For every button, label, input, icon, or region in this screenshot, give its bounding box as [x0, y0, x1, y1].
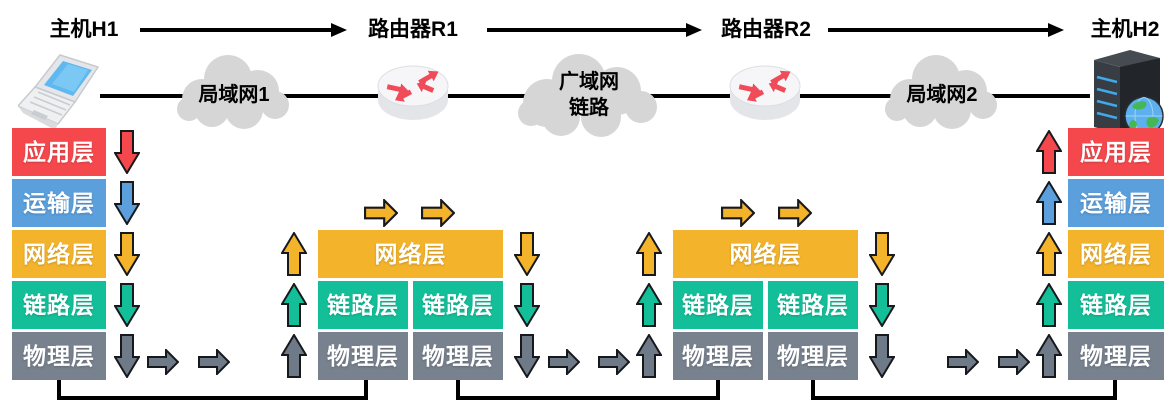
right-arrow-icon [147, 349, 179, 375]
router-icon [377, 65, 449, 120]
down-arrow-icon [114, 334, 140, 378]
router2-title: 路由器R2 [721, 18, 811, 41]
right-arrow-icon [998, 349, 1030, 375]
right-arrow-icon [548, 349, 580, 375]
up-arrow-icon [281, 283, 307, 327]
lan1-label: 局域网1 [198, 84, 270, 106]
host2-layer-transport: 运输层 [1068, 179, 1164, 227]
down-arrow-icon [514, 283, 540, 327]
router1-layer-link-out: 链路层 [413, 281, 503, 329]
router2-layer-physical-in: 物理层 [673, 332, 763, 380]
host1-title: 主机H1 [49, 18, 119, 41]
router1-layer-link-in: 链路层 [318, 281, 408, 329]
up-arrow-icon [636, 232, 662, 276]
wan-label: 广域网 链路 [517, 69, 661, 121]
host2-layer-link: 链路层 [1068, 281, 1164, 329]
host1-layer-physical: 物理层 [12, 332, 106, 380]
server-icon [1094, 50, 1164, 136]
router2-layer-network: 网络层 [673, 230, 858, 278]
down-arrow-icon [114, 283, 140, 327]
up-arrow-icon [636, 283, 662, 327]
host1-layer-network: 网络层 [12, 230, 106, 278]
up-arrow-icon [1036, 130, 1062, 174]
flow-arrow-h1-to-r1 [140, 23, 347, 37]
host2-layer-physical: 物理层 [1068, 332, 1164, 380]
down-arrow-icon [514, 334, 540, 378]
up-arrow-icon [281, 334, 307, 378]
router-icon [729, 65, 801, 120]
down-arrow-icon [869, 232, 895, 276]
wan-label-line2: 链路 [569, 97, 609, 119]
router2-layer-link-out: 链路层 [768, 281, 858, 329]
router1-layer-physical-out: 物理层 [413, 332, 503, 380]
host2-layer-application: 应用层 [1068, 128, 1164, 176]
down-arrow-icon [869, 283, 895, 327]
router1-layer-network: 网络层 [318, 230, 503, 278]
down-arrow-icon [514, 232, 540, 276]
lan2-cloud-icon [885, 55, 997, 129]
down-arrow-icon [114, 181, 140, 225]
flow-arrow-r1-to-r2 [487, 23, 702, 37]
host1-layer-application: 应用层 [12, 128, 106, 176]
right-arrow-icon [421, 199, 455, 227]
up-arrow-icon [636, 334, 662, 378]
laptop-icon [18, 54, 100, 130]
down-arrow-icon [114, 232, 140, 276]
down-arrow-icon [869, 334, 895, 378]
router1-layer-physical-in: 物理层 [318, 332, 408, 380]
wan-cloud-icon [518, 54, 657, 137]
flow-arrow-r2-to-h2 [828, 23, 1064, 37]
right-arrow-icon [364, 199, 398, 227]
lan2-label: 局域网2 [906, 84, 978, 106]
right-arrow-icon [598, 349, 630, 375]
up-arrow-icon [1036, 283, 1062, 327]
right-arrow-icon [947, 349, 979, 375]
wan-label-line1: 广域网 [559, 71, 619, 93]
router2-layer-physical-out: 物理层 [768, 332, 858, 380]
right-arrow-icon [721, 199, 755, 227]
right-arrow-icon [198, 349, 230, 375]
up-arrow-icon [1036, 334, 1062, 378]
up-arrow-icon [1036, 181, 1062, 225]
lan1-cloud-icon [177, 55, 289, 129]
host2-layer-network: 网络层 [1068, 230, 1164, 278]
host1-layer-link: 链路层 [12, 281, 106, 329]
down-arrow-icon [114, 130, 140, 174]
up-arrow-icon [281, 232, 307, 276]
host1-layer-transport: 运输层 [12, 179, 106, 227]
right-arrow-icon [778, 199, 812, 227]
host2-title: 主机H2 [1090, 18, 1160, 41]
router1-title: 路由器R1 [368, 18, 458, 41]
up-arrow-icon [1036, 232, 1062, 276]
router2-layer-link-in: 链路层 [673, 281, 763, 329]
